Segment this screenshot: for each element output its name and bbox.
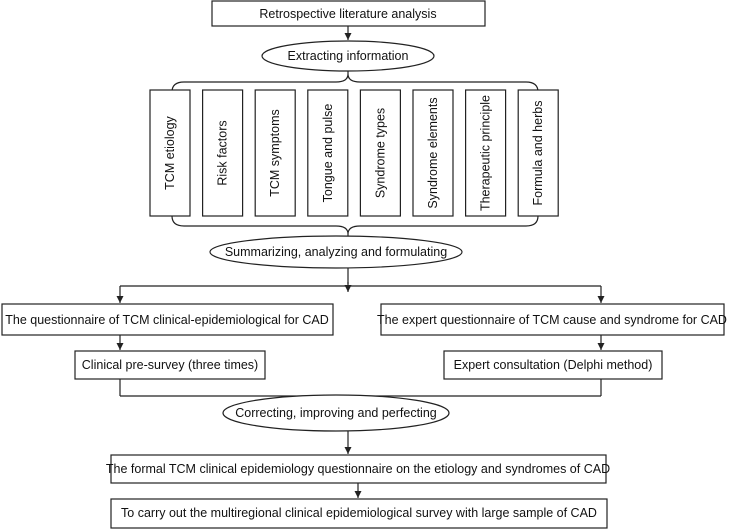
pre-survey-node: Clinical pre-survey (three times): [74, 350, 266, 380]
extracting-information-label: Extracting information: [288, 49, 409, 63]
category-box-syndrome-types: Syndrome types: [359, 89, 401, 217]
category-label-tongue-and-pulse: Tongue and pulse: [321, 104, 335, 203]
final-survey-node: To carry out the multiregional clinical …: [110, 498, 608, 529]
category-boxes: TCM etiology Risk factors TCM symptoms Tong…: [149, 89, 559, 217]
extracting-information-node: Extracting information: [261, 40, 435, 72]
category-box-tcm-etiology: TCM etiology: [149, 89, 191, 217]
category-label-tcm-etiology: TCM etiology: [163, 115, 177, 189]
category-label-risk-factors: Risk factors: [216, 120, 230, 185]
correcting-node: Correcting, improving and perfecting: [222, 394, 450, 432]
left-questionnaire-node: The questionnaire of TCM clinical-epidem…: [1, 303, 334, 336]
category-label-tcm-symptoms: TCM symptoms: [268, 109, 282, 197]
formal-questionnaire-label: The formal TCM clinical epidemiology que…: [106, 462, 610, 476]
category-box-risk-factors: Risk factors: [202, 89, 244, 217]
category-label-syndrome-types: Syndrome types: [373, 108, 387, 198]
summarizing-label: Summarizing, analyzing and formulating: [225, 245, 447, 259]
category-box-formula-and-herbs: Formula and herbs: [517, 89, 559, 217]
category-box-therapeutic-principle: Therapeutic principle: [465, 89, 507, 217]
literature-analysis-node: Retrospective literature analysis: [211, 0, 486, 27]
category-label-therapeutic-principle: Therapeutic principle: [479, 95, 493, 211]
category-box-syndrome-elements: Syndrome elements: [412, 89, 454, 217]
right-questionnaire-node: The expert questionnaire of TCM cause an…: [377, 303, 727, 336]
expert-consultation-label: Expert consultation (Delphi method): [454, 358, 653, 372]
formal-questionnaire-node: The formal TCM clinical epidemiology que…: [106, 454, 610, 484]
category-box-tongue-and-pulse: Tongue and pulse: [307, 89, 349, 217]
final-survey-label: To carry out the multiregional clinical …: [121, 506, 597, 520]
summarizing-node: Summarizing, analyzing and formulating: [209, 235, 463, 269]
bottom-brace: [171, 215, 539, 236]
expert-consultation-node: Expert consultation (Delphi method): [443, 350, 663, 380]
top-brace: [171, 71, 539, 93]
literature-analysis-label: Retrospective literature analysis: [259, 7, 436, 21]
right-questionnaire-label: The expert questionnaire of TCM cause an…: [377, 313, 727, 327]
category-box-tcm-symptoms: TCM symptoms: [254, 89, 296, 217]
left-questionnaire-label: The questionnaire of TCM clinical-epidem…: [5, 313, 329, 327]
category-label-syndrome-elements: Syndrome elements: [426, 97, 440, 208]
correcting-label: Correcting, improving and perfecting: [235, 406, 437, 420]
pre-survey-label: Clinical pre-survey (three times): [82, 358, 258, 372]
category-label-formula-and-herbs: Formula and herbs: [531, 101, 545, 206]
